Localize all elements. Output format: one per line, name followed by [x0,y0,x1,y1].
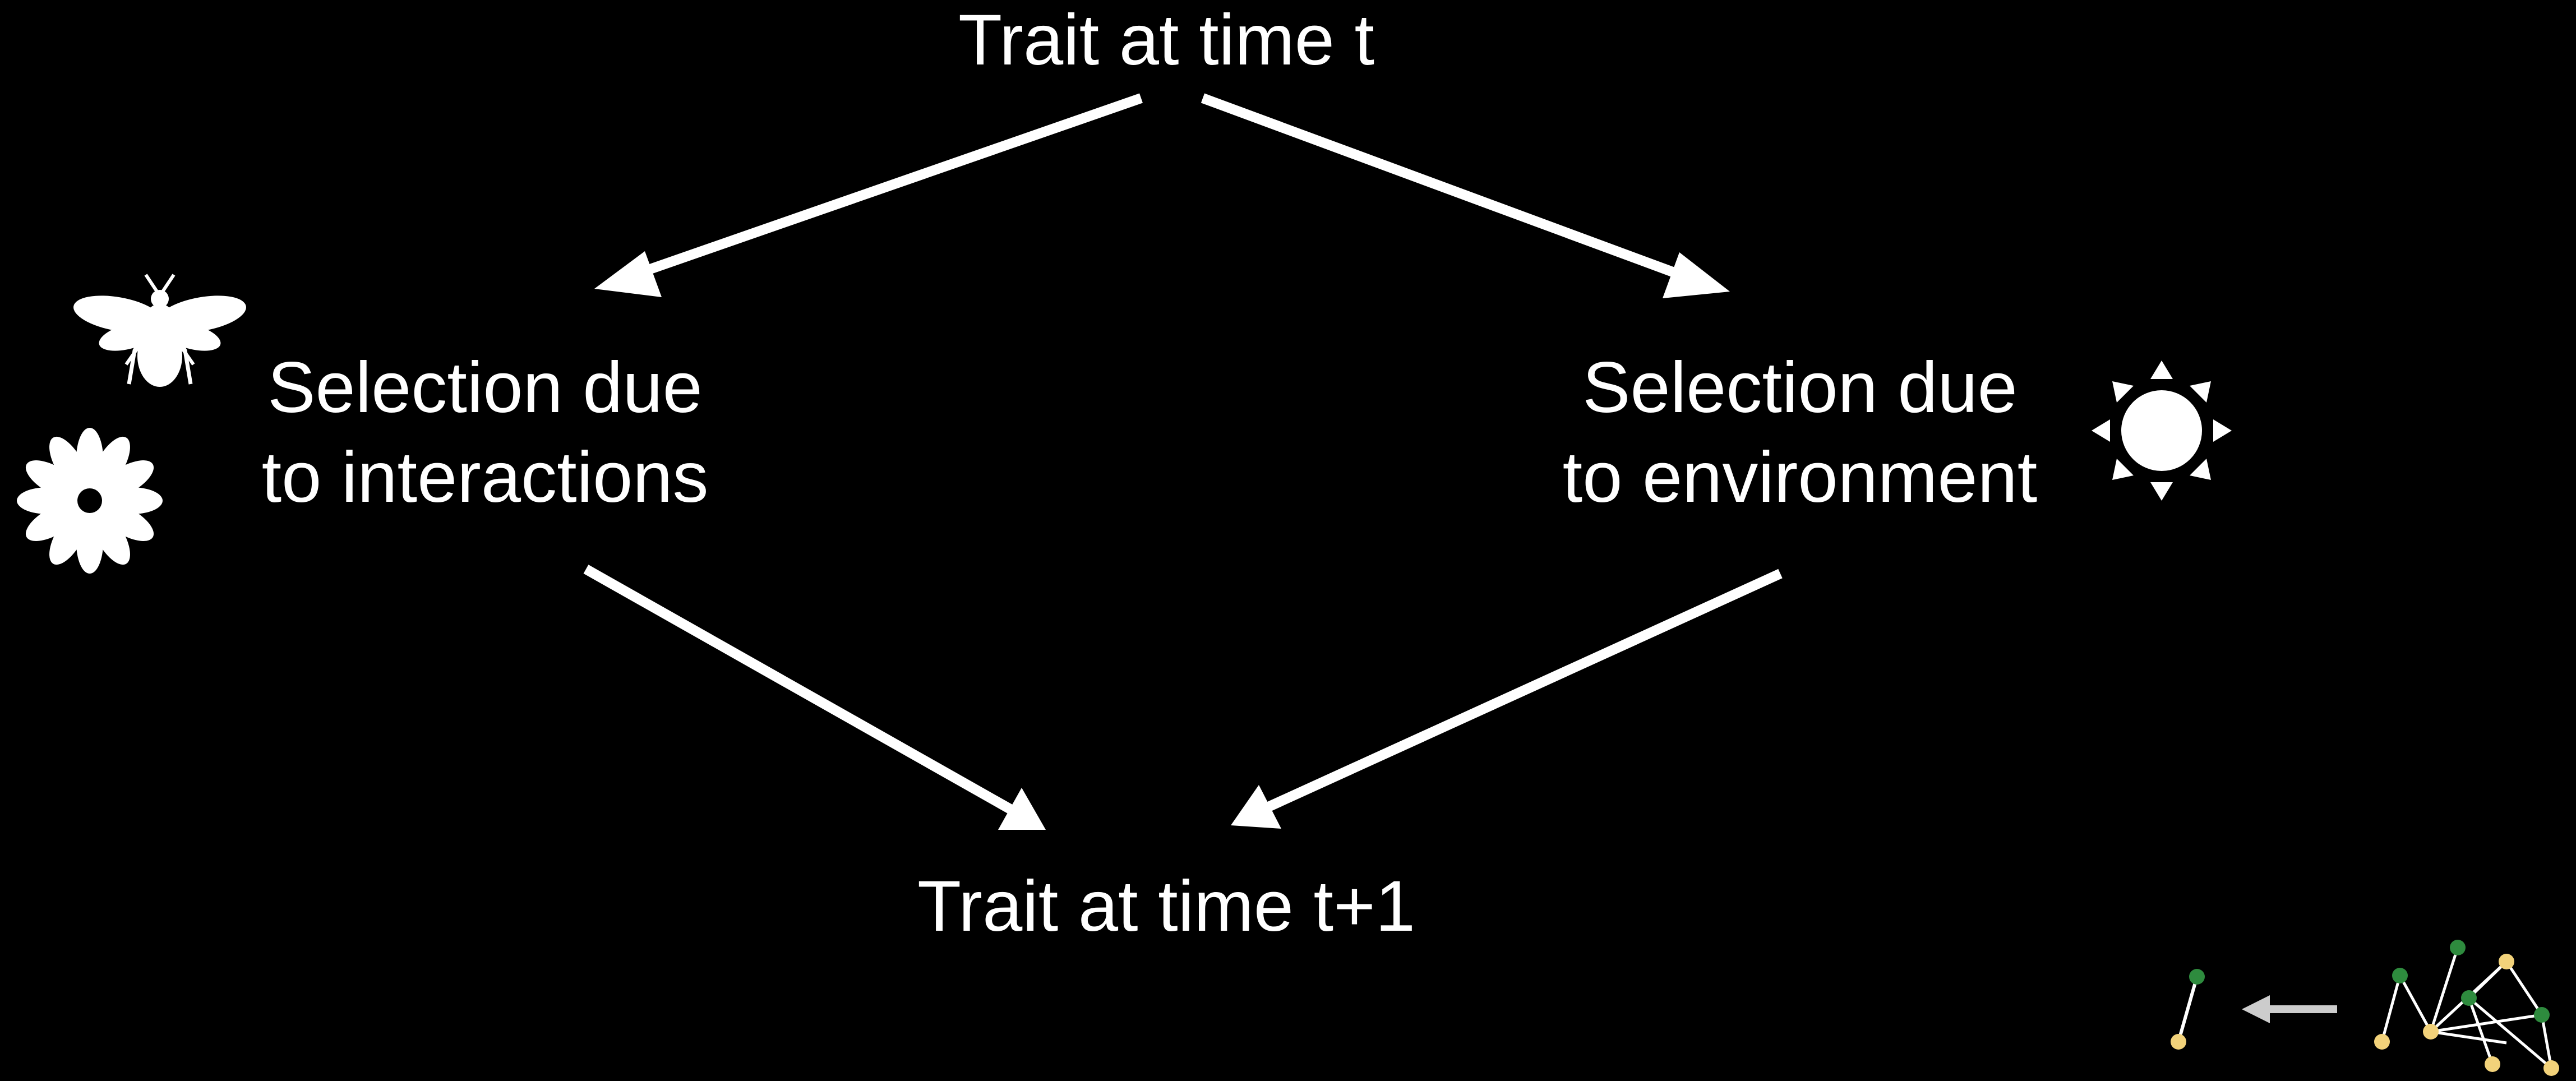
node-bottom-label: Trait at time t+1 [917,866,1415,946]
two-node-network-icon [2171,969,2205,1050]
node-right-label-line2: to environment [1563,437,2038,518]
arrow-right-to-bottom [1231,569,1783,829]
node-right-label-line1: Selection due [1582,348,2018,428]
node-top-label: Trait at time t [958,0,1374,80]
arrow-top-to-left [594,93,1143,297]
bee-icon [73,274,246,387]
node-left-label-line1: Selection due [267,348,703,428]
node-left-label-line2: to interactions [262,437,709,518]
arrow-left-to-bottom [583,565,1046,830]
sun-icon [2092,361,2232,501]
arrow-top-to-right [1201,93,1730,298]
multi-node-network-icon [2374,940,2559,1076]
left-arrow-icon [2242,995,2337,1023]
flower-icon [17,428,163,574]
